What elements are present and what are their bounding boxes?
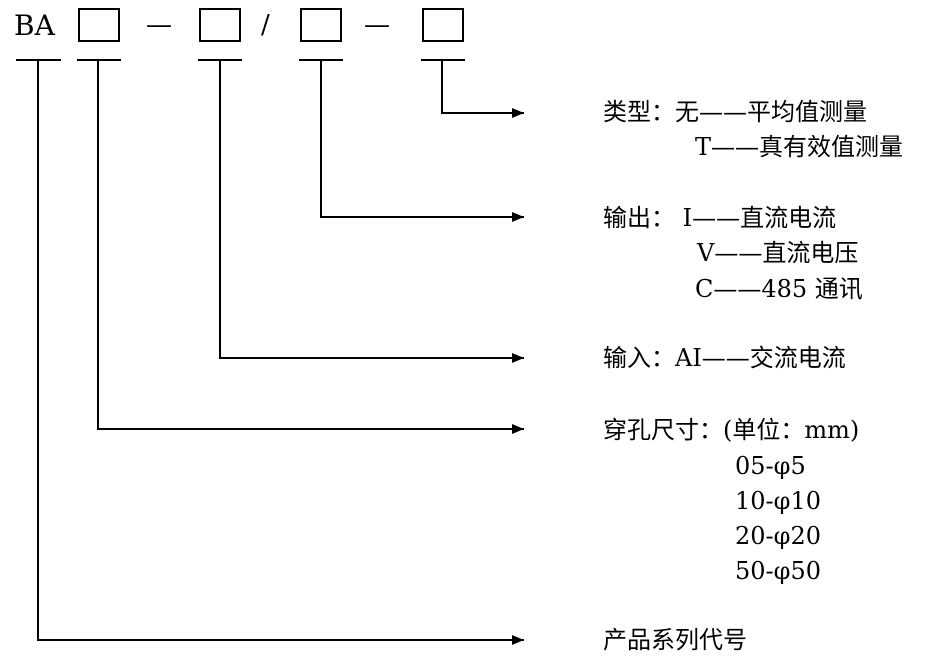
separator-dash-2: — [364, 10, 390, 40]
label-type-line1: 类型：无——平均值测量 [603, 98, 867, 126]
code-box-1 [78, 8, 120, 42]
leader-series [37, 60, 524, 645]
label-series: 产品系列代号 [603, 626, 747, 654]
leader-input [219, 60, 524, 363]
aperture-option: 05-φ5 [735, 452, 806, 480]
aperture-option: 20-φ20 [735, 522, 821, 550]
code-prefix: BA [14, 9, 55, 42]
leader-aperture [97, 60, 524, 434]
leader-type [441, 60, 524, 118]
separator-slash: / [261, 10, 270, 40]
code-box-4 [422, 8, 464, 42]
leader-output [320, 60, 524, 222]
label-type-line2: T——真有效值测量 [695, 133, 904, 161]
code-box-3 [300, 8, 342, 42]
aperture-option: 50-φ50 [735, 557, 821, 585]
label-output-line3: C——485 通讯 [695, 275, 863, 303]
label-input-line1: 输入：AI——交流电流 [603, 344, 846, 372]
code-box-2 [199, 8, 241, 42]
aperture-option: 10-φ10 [735, 487, 821, 515]
label-output-line2: V——直流电压 [697, 239, 859, 267]
label-output-line1: 输出： I——直流电流 [603, 204, 837, 232]
label-aperture-title: 穿孔尺寸：(单位：mm) [603, 416, 860, 444]
separator-dash-1: — [146, 10, 172, 40]
